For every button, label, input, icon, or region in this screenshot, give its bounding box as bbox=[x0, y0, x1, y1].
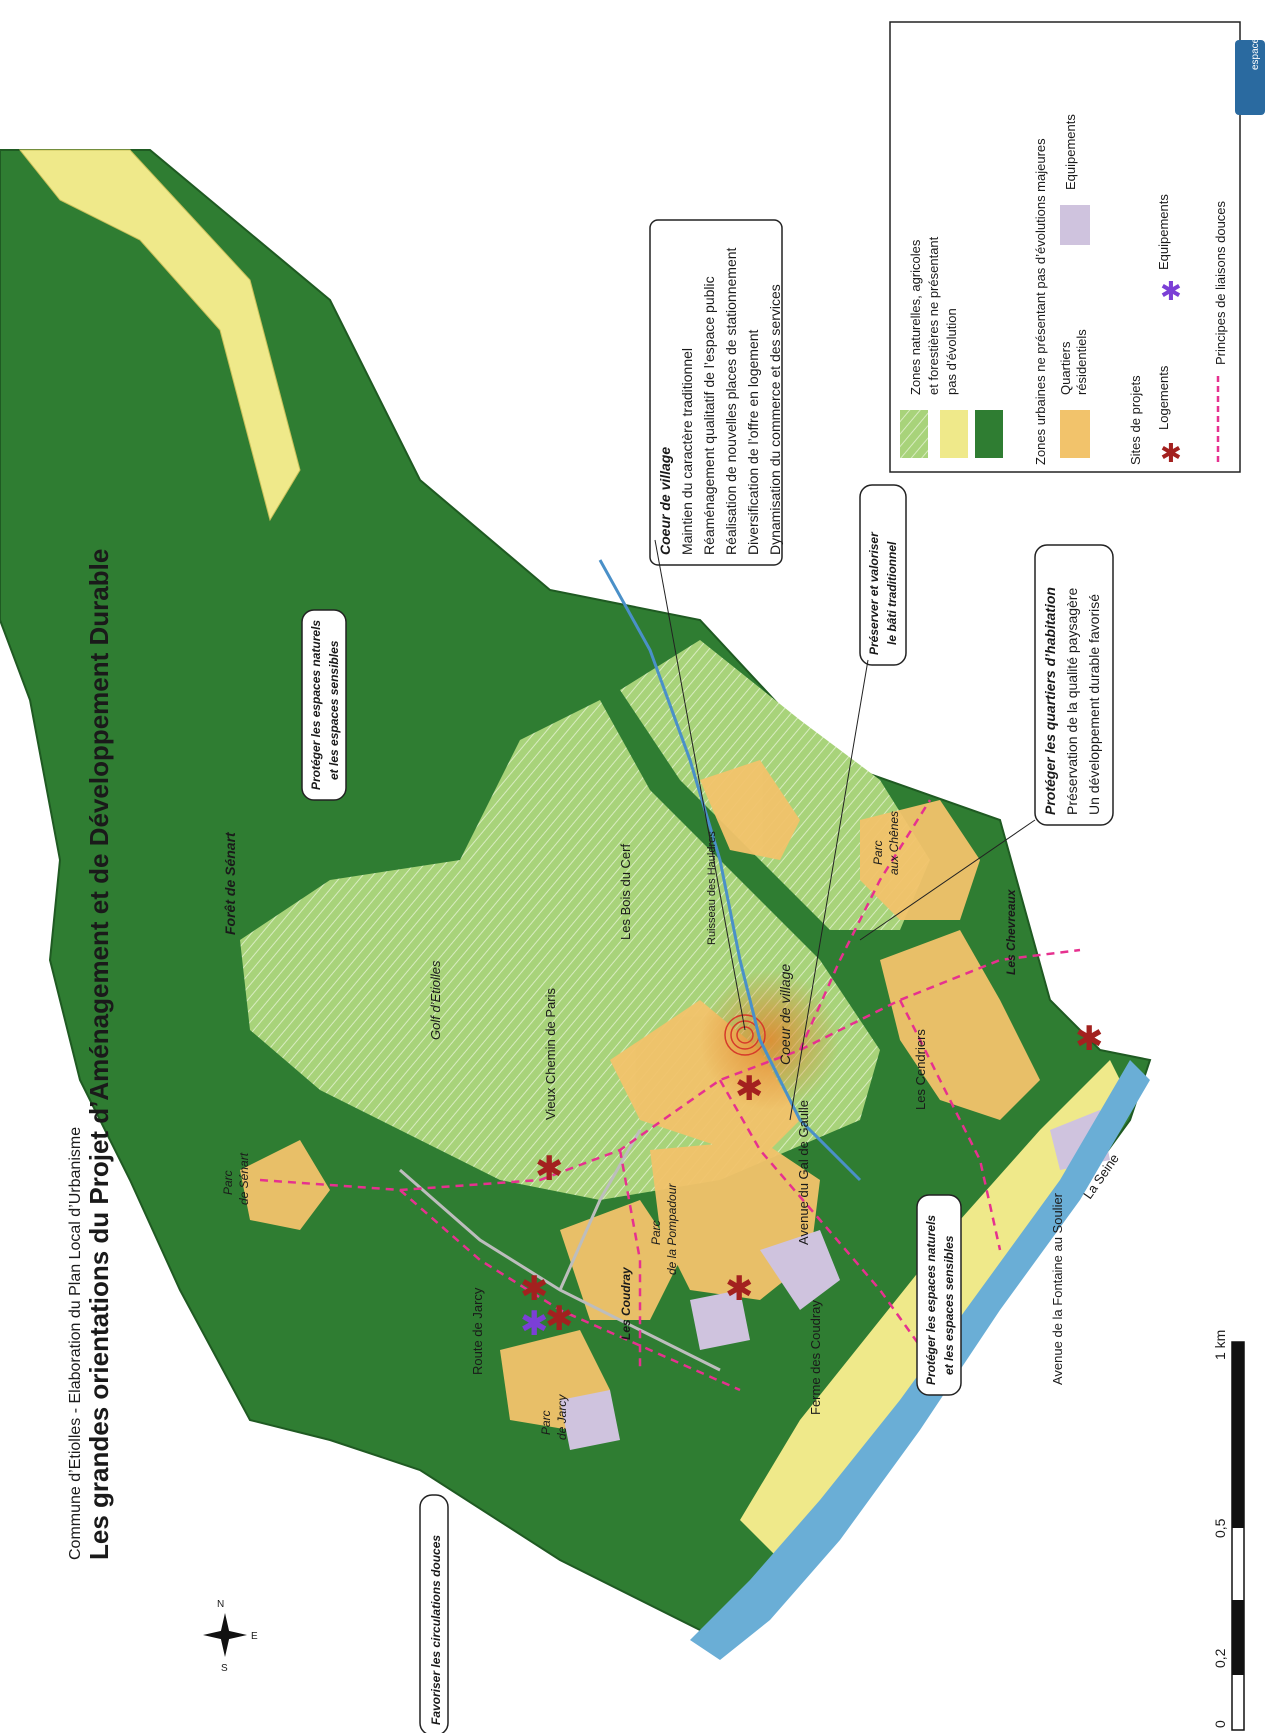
legend-swatch-equipment bbox=[1060, 205, 1090, 245]
logement-star-icon: ✱ bbox=[545, 1299, 574, 1339]
callout-quartiers-line2: Un développement durable favorisé bbox=[1086, 594, 1102, 815]
scale-tick-0: 0 bbox=[1212, 1720, 1228, 1728]
label-bois-cerf: Les Bois du Cerf bbox=[618, 844, 633, 940]
callout-proteger-top: Protéger les espaces naturels et les esp… bbox=[301, 609, 347, 801]
logement-star-icon: ✱ bbox=[735, 1069, 764, 1109]
callout-quartiers-title: Protéger les quartiers d’habitation bbox=[1042, 587, 1058, 815]
compass-s: S bbox=[221, 1663, 228, 1674]
callout-proteger-top-line1: Protéger les espaces naturels bbox=[309, 620, 323, 790]
legend-naturelles-line1: Zones naturelles, agricoles bbox=[908, 239, 923, 395]
callout-coeur: Coeur de village Maintien du caractère t… bbox=[649, 219, 783, 566]
callouts: Protéger les espaces naturels et les esp… bbox=[301, 219, 1114, 1733]
map-territory: ✱ ✱ ✱ ✱ ✱ ✱ ✱ bbox=[0, 149, 1152, 1660]
logement-star-icon: ✱ bbox=[520, 1269, 549, 1309]
logo-text: espace bbox=[1250, 37, 1261, 70]
callout-quartiers-line1: Préservation de la qualité paysagère bbox=[1064, 588, 1080, 815]
label-cendriers: Les Cendriers bbox=[913, 1029, 928, 1110]
espace-logo-icon: espace bbox=[1235, 37, 1265, 115]
compass-n: N bbox=[217, 1599, 224, 1610]
callout-proteger-bottom: Protéger les espaces naturels et les esp… bbox=[916, 1194, 962, 1396]
callout-favoriser: Favoriser les circulations douces bbox=[419, 1494, 449, 1733]
callout-preserver-line2: le bâti traditionnel bbox=[885, 541, 899, 645]
label-vieux-chemin: Vieux Chemin de Paris bbox=[543, 988, 558, 1120]
logement-star-icon: ✱ bbox=[535, 1149, 564, 1189]
scale-tick-1km: 1 km bbox=[1212, 1330, 1228, 1360]
label-foret-senart: Forêt de Sénart bbox=[222, 831, 238, 935]
soft-paths bbox=[259, 799, 1081, 1392]
label-route-jarcy: Route de Jarcy bbox=[470, 1287, 485, 1375]
legend-swatch-residential bbox=[1060, 410, 1090, 458]
label-parc-jarcy-1: Parc bbox=[539, 1410, 553, 1435]
legend-naturelles-line3: pas d’évolution bbox=[944, 308, 959, 395]
label-parc-jarcy-2: de Jarcy bbox=[555, 1394, 569, 1440]
legend-box bbox=[889, 21, 1241, 473]
label-avenue-gaulle: Avenue du Gal de Gaulle bbox=[796, 1100, 811, 1245]
callout-coeur-line5: Dynamisation du commerce et des services bbox=[767, 284, 783, 555]
legend-equipement-star-icon: ✱ bbox=[1160, 277, 1182, 307]
ruisseau-stream bbox=[598, 559, 862, 1182]
label-avenue-fontaine: Avenue de la Fontaine au Soulier bbox=[1050, 1192, 1065, 1385]
scale-bar: 0 0,2 0,5 1 km bbox=[1212, 1330, 1245, 1731]
legend-swatch-yellow bbox=[940, 410, 968, 458]
legend-swatch-hatch bbox=[900, 410, 928, 458]
legend-naturelles: Zones naturelles, agricoles et forestièr… bbox=[908, 236, 959, 395]
legend-naturelles-line2: et forestières ne présentant bbox=[926, 236, 941, 395]
leader-coeur bbox=[654, 539, 746, 1031]
equipement-star-icon: ✱ bbox=[520, 1304, 549, 1344]
leader-preserver bbox=[789, 659, 869, 1121]
label-coeur-village: Coeur de village bbox=[777, 964, 793, 1065]
legend-sites-title: Sites de projets bbox=[1128, 375, 1143, 465]
scale-tick-05: 0,5 bbox=[1212, 1518, 1228, 1538]
callout-preserver: Préserver et valoriser le bâti tradition… bbox=[859, 484, 907, 666]
legend-urbaines-title: Zones urbaines ne présentant pas d’évolu… bbox=[1033, 138, 1048, 465]
label-coudray: Les Coudray bbox=[619, 1266, 633, 1340]
callout-coeur-line2: Réaménagement qualitatif de l’espace pub… bbox=[701, 276, 717, 555]
compass-icon: N E S bbox=[203, 1599, 258, 1674]
callout-preserver-line1: Préserver et valoriser bbox=[867, 531, 881, 655]
label-parc-chenes-1: Parc bbox=[871, 840, 885, 865]
callout-quartiers: Protéger les quartiers d’habitation Prés… bbox=[1034, 544, 1114, 826]
label-ruisseau: Ruisseau des Hauldres bbox=[706, 831, 718, 945]
title-block: Commune d’Etiolles - Elaboration du Plan… bbox=[67, 549, 114, 1560]
callout-favoriser-text: Favoriser les circulations douces bbox=[429, 1535, 443, 1725]
callout-proteger-top-line2: et les espaces sensibles bbox=[327, 640, 341, 780]
label-golf: Golf d’Etiolles bbox=[428, 960, 443, 1040]
legend-logements: Logements bbox=[1156, 365, 1171, 430]
compass-e: E bbox=[251, 1631, 258, 1642]
legend-quartiers: Quartiers résidentiels bbox=[1058, 329, 1089, 395]
place-labels: Forêt de Sénart Golf d’Etiolles Les Bois… bbox=[221, 811, 1122, 1440]
legend-equipements-zone: Equipements bbox=[1063, 114, 1078, 190]
label-ferme-coudray: Ferme des Coudray bbox=[808, 1300, 823, 1415]
legend-swatch-forest bbox=[975, 410, 1003, 458]
seine-river bbox=[690, 1060, 1150, 1660]
callout-proteger-bottom-line1: Protéger les espaces naturels bbox=[924, 1215, 938, 1385]
leader-quartiers bbox=[859, 819, 1036, 941]
label-parc-senart-1: Parc bbox=[221, 1170, 235, 1195]
legend: Zones naturelles, agricoles et forestièr… bbox=[889, 21, 1265, 473]
label-parc-pompadour-1: Parc bbox=[649, 1220, 663, 1245]
map-subtitle: Commune d’Etiolles - Elaboration du Plan… bbox=[67, 1127, 84, 1560]
label-chevreaux: Les Chevreaux bbox=[1004, 888, 1018, 975]
logement-star-icon: ✱ bbox=[725, 1269, 754, 1309]
legend-quartiers-line1: Quartiers bbox=[1058, 341, 1073, 395]
label-parc-pompadour-2: de la Pompadour bbox=[665, 1183, 679, 1275]
callout-coeur-line1: Maintien du caractère traditionnel bbox=[679, 348, 695, 555]
logement-star-icon: ✱ bbox=[1075, 1019, 1104, 1059]
label-parc-senart-2: de Sénart bbox=[237, 1152, 251, 1205]
legend-liaisons: Principes de liaisons douces bbox=[1213, 200, 1228, 365]
callout-coeur-line4: Diversification de l’offre en logement bbox=[745, 329, 761, 555]
legend-equipements-site: Equipements bbox=[1156, 194, 1171, 270]
logement-stars: ✱ ✱ ✱ ✱ ✱ ✱ bbox=[520, 1019, 1104, 1339]
scale-tick-02: 0,2 bbox=[1212, 1648, 1228, 1668]
map-title: Les grandes orientations du Projet d’Amé… bbox=[84, 549, 114, 1560]
roads bbox=[399, 1129, 721, 1372]
callout-coeur-title: Coeur de village bbox=[657, 447, 673, 555]
legend-quartiers-line2: résidentiels bbox=[1074, 329, 1089, 395]
label-parc-chenes-2: aux Chênes bbox=[887, 811, 901, 875]
callout-coeur-line3: Réalisation de nouvelles places de stati… bbox=[723, 247, 739, 555]
agri-strip-north bbox=[18, 149, 301, 522]
callout-proteger-bottom-line2: et les espaces sensibles bbox=[942, 1235, 956, 1375]
legend-logement-star-icon: ✱ bbox=[1160, 439, 1182, 469]
